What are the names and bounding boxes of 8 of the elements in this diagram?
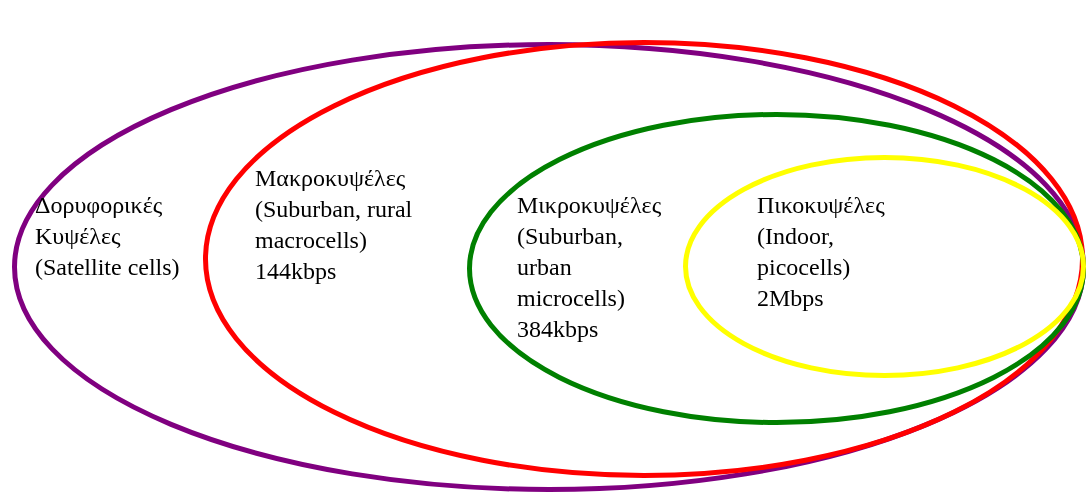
cell-ellipse: [203, 40, 1085, 478]
cell-label: Δορυφορικές Κυψέλες (Satellite cells): [35, 191, 181, 282]
cell-label: Πικοκυψέλες (Indoor, picocells) 2Mbps: [757, 191, 886, 313]
cell-label: Μακροκυψέλες (Suburban, rural macrocells) 144kbps: [255, 164, 414, 286]
cell-ellipse: [12, 42, 1086, 492]
cell-ellipse: [467, 112, 1086, 425]
cell-ellipse: [683, 155, 1086, 378]
cell-label: Μικροκυψέλες (Suburban, urban microcells) 384kbps: [517, 191, 663, 344]
